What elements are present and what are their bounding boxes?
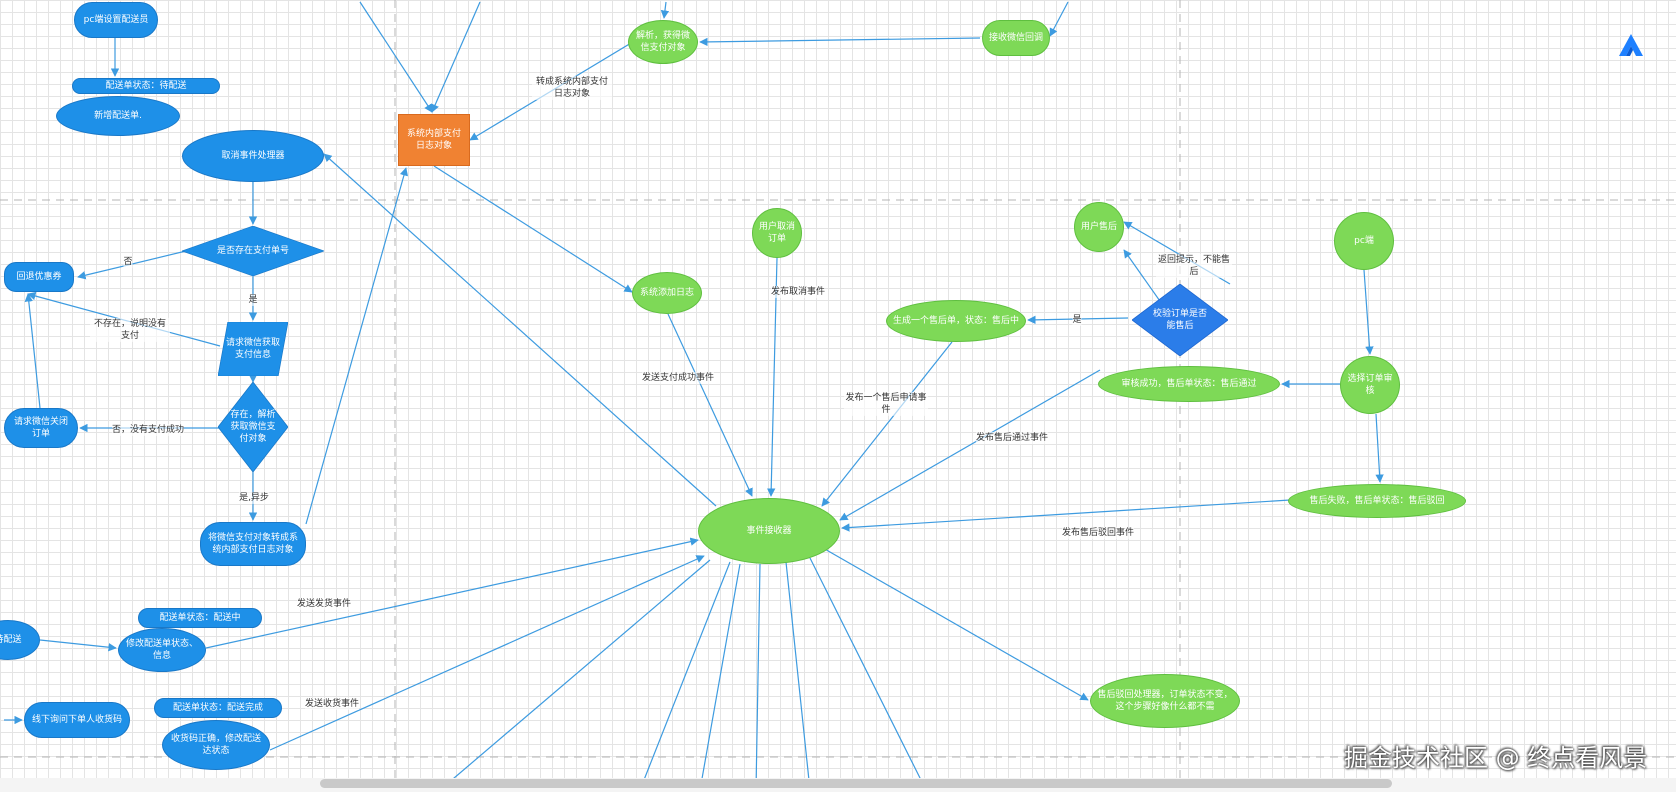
node-cancel-handler[interactable]: 取消事件处理器: [182, 130, 324, 182]
node-check-order[interactable]: 校验订单是否能售后: [1132, 284, 1228, 356]
watermark-text: 掘金技术社区 @ 终点看风景: [1344, 744, 1648, 772]
node-offline-code[interactable]: 线下询问下单人收货码: [24, 702, 130, 738]
node-status-done[interactable]: 配送单状态：配送完成: [154, 698, 282, 718]
node-add-delivery[interactable]: 新增配送单.: [56, 96, 180, 136]
connector-edge: [638, 561, 731, 791]
edge-label-no-unpaid: 否，没有支付成功: [111, 423, 185, 437]
diamond-shape: [1132, 284, 1228, 356]
node-sys-pay-log[interactable]: 系统内部支付日志对象: [398, 114, 470, 166]
node-user-cancel[interactable]: 用户取消订单: [752, 208, 802, 258]
diamond-shape: [218, 382, 288, 472]
connector-edge: [439, 559, 711, 791]
edge-label-return-hint: 返回提示，不能售后: [1156, 253, 1232, 279]
edge-label-send-ship: 发送发货事件: [296, 597, 352, 611]
node-rollback-coupon[interactable]: 回退优惠券: [4, 262, 74, 292]
edge-label-not-exist: 不存在，说明没有支付: [90, 317, 170, 343]
node-exists-parse[interactable]: 存在，解析获取微信支付对象: [218, 382, 288, 472]
node-status-pending[interactable]: 配送单状态：待配送: [72, 78, 220, 94]
node-select-audit[interactable]: 选择订单审核: [1340, 356, 1400, 414]
edge-label-no: 否: [123, 255, 133, 269]
connector-edge: [433, 165, 633, 293]
connector-edge: [697, 563, 741, 791]
node-parse-wx[interactable]: 解析，获得微信支付对象: [628, 20, 698, 64]
node-modify-delivery[interactable]: 修改配送单状态、信息: [118, 628, 206, 672]
node-request-close[interactable]: 请求微信关闭订单: [4, 408, 78, 448]
juejin-logo-icon: [1619, 34, 1643, 56]
node-to-delivery[interactable]: 待配送: [0, 620, 40, 660]
connector-edge: [667, 313, 753, 497]
edge-label-convert-sys: 转成系统内部支付日志对象: [532, 75, 612, 101]
node-event-receiver[interactable]: 事件接收器: [698, 498, 840, 564]
diamond-shape: [182, 226, 324, 276]
connector-edge: [841, 499, 1291, 532]
node-label: 存在，解析获取微信支付对象: [230, 409, 276, 445]
node-receive-wx-callback[interactable]: 接收微信回调: [982, 20, 1050, 56]
edge-label-aftersale-apply: 发布一个售后申请事件: [844, 391, 928, 417]
node-audit-pass[interactable]: 审核成功，售后单状态：售后通过: [1098, 366, 1280, 402]
edge-label-aftersale-pass: 发布售后通过事件: [975, 431, 1049, 445]
edge-label-send-receive: 发送收货事件: [304, 697, 360, 711]
node-aftersale-fail[interactable]: 售后失败，售后单状态：售后驳回: [1288, 484, 1466, 518]
connector-edge: [1375, 413, 1384, 483]
node-has-pay-no[interactable]: 是否存在支付单号: [182, 226, 324, 276]
node-status-delivering[interactable]: 配送单状态：配送中: [138, 608, 262, 628]
connector-edge: [431, 1, 481, 113]
connector-edge: [1363, 269, 1374, 355]
node-request-pay-info[interactable]: 请求微信获取支付信息: [218, 322, 288, 376]
edge-label-send-pay-success: 发送支付成功事件: [641, 371, 715, 385]
connector-edge: [1049, 1, 1069, 37]
node-reject-handler[interactable]: 售后驳回处理器，订单状态不变，这个步骤好像什么都不需: [1090, 674, 1240, 728]
node-label: 请求微信获取支付信息: [225, 337, 280, 360]
connector-edge: [24, 293, 41, 409]
connector-edge: [821, 341, 953, 507]
node-sys-add-log[interactable]: 系统添加日志: [632, 272, 702, 314]
horizontal-scroll-thumb[interactable]: [320, 779, 1392, 788]
node-user-aftersale[interactable]: 用户售后: [1074, 202, 1124, 252]
node-pc-side[interactable]: pc端: [1334, 212, 1394, 270]
edge-label-aftersale-reject: 发布售后驳回事件: [1061, 526, 1135, 540]
connector-edge: [809, 557, 927, 791]
edge-label-check-yes: 是: [1072, 313, 1082, 327]
node-generate-aftersale[interactable]: 生成一个售后单，状态：售后中: [886, 300, 1026, 342]
connector-edge: [660, 1, 670, 19]
connector-edge: [305, 167, 408, 525]
parallelogram-shape: [218, 322, 288, 376]
connector-edge: [269, 555, 705, 751]
node-convert-log[interactable]: 将微信支付对象转成系统内部支付日志对象: [200, 522, 306, 566]
connector-edge: [323, 153, 717, 507]
connector-edge: [815, 543, 1089, 701]
connector-edge: [359, 1, 433, 113]
connector-edge: [785, 561, 814, 791]
edge-label-yes: 是: [248, 293, 258, 307]
edge-label-yes-async: 是,异步: [239, 491, 269, 505]
node-code-correct[interactable]: 收货码正确，修改配送达状态: [162, 720, 270, 770]
connector-edge: [699, 37, 981, 47]
node-pc-set-courier[interactable]: pc端设置配送员: [74, 2, 158, 38]
connector-edge: [39, 639, 117, 652]
node-label: 校验订单是否能售后: [1152, 308, 1207, 331]
node-label: 是否存在支付单号: [216, 245, 289, 256]
edge-label-publish-cancel: 发布取消事件: [770, 285, 826, 299]
connector-edge: [751, 563, 761, 791]
